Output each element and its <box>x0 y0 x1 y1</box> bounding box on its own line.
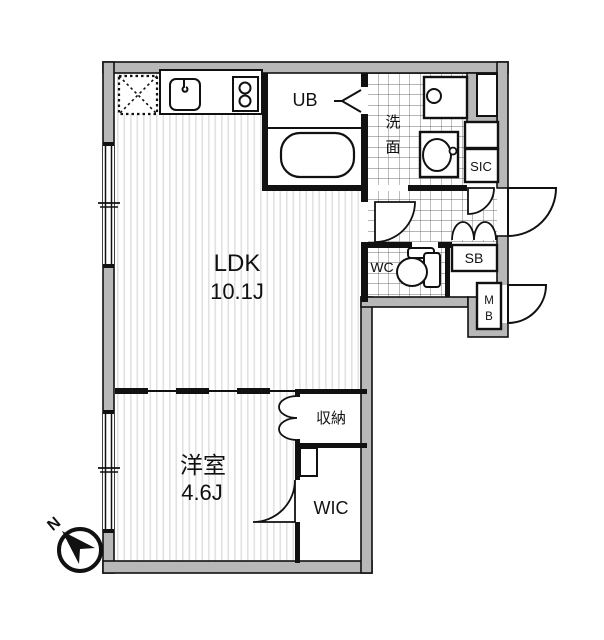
ldk-hall-door <box>374 201 416 243</box>
pipe-space-box <box>476 73 498 117</box>
wall-ub-left <box>262 73 268 185</box>
sb-box <box>450 243 499 273</box>
kitchen <box>117 69 263 116</box>
mb-box <box>475 281 503 331</box>
mb-door <box>507 284 548 325</box>
closet-floor <box>296 394 362 562</box>
wall-washroom-bottom <box>408 185 467 191</box>
wall-wic-left-lower <box>295 522 300 563</box>
toilet-bowl <box>396 257 428 287</box>
storage-label: 収納 <box>316 410 346 427</box>
unit-bath <box>268 89 362 179</box>
storage-boxes <box>299 120 508 477</box>
washroom <box>418 75 469 179</box>
burner-icon-2 <box>238 94 252 108</box>
wc-door-gap <box>412 242 438 248</box>
ub-label: UB <box>292 90 317 110</box>
sic-label: SIC <box>470 159 492 174</box>
wash-basin <box>422 138 452 172</box>
north-arrow-icon <box>62 531 95 564</box>
sic-door <box>467 187 495 215</box>
room-labels: LDK 10.1J 洋室 4.6J UB 洗 面 WC SIC SB M B 収… <box>180 90 494 518</box>
doors <box>252 187 558 523</box>
storage-bifold-door <box>278 395 298 441</box>
wc-label: WC <box>370 259 393 275</box>
fridge-diag-1 <box>118 75 158 115</box>
wall-ldk-hall-upper <box>361 191 368 202</box>
partition-stub-1 <box>115 388 148 394</box>
wall-wc-right <box>445 248 450 297</box>
washroom-label-char2: 面 <box>385 139 400 156</box>
fridge-diag-2 <box>118 75 158 115</box>
wall-storage-left-stub2 <box>295 439 300 444</box>
washer-drain-icon <box>426 88 442 104</box>
western-room-label: 洋室 <box>180 452 226 478</box>
partition-slide-1 <box>148 390 176 392</box>
mb-label-char1: M <box>484 295 494 307</box>
mb-wall-gap <box>497 285 508 323</box>
wic-notch-box <box>299 447 318 477</box>
wall-ub-right-lower <box>361 114 368 185</box>
entrance-door <box>507 187 558 238</box>
partition-stub-3 <box>237 388 270 394</box>
wall-ub-bottom <box>262 185 368 191</box>
western-room-size-label: 4.6J <box>181 480 223 505</box>
wic-door <box>252 479 296 523</box>
wall-ub-right-upper <box>361 73 368 87</box>
wall-hall-wc-left <box>368 242 412 248</box>
wall-storage-bottom <box>295 443 367 448</box>
wall-wc-bottom <box>360 296 469 308</box>
compass-circle <box>57 527 103 573</box>
basin-faucet-icon <box>448 146 458 156</box>
burner-icon-1 <box>238 81 252 95</box>
ldk-label: LDK <box>214 250 261 277</box>
partition-stub-2 <box>176 388 209 394</box>
wic-label: WIC <box>314 498 349 518</box>
wall-wic-left-upper <box>295 448 300 480</box>
faucet-icon <box>181 79 189 93</box>
partition-slide-2 <box>209 390 237 392</box>
mb-label-char2: B <box>485 311 493 323</box>
window-ldk-cap-bottom <box>103 264 114 268</box>
wall-storage-top <box>295 389 367 394</box>
wall-hall-wc-right <box>438 242 452 248</box>
wall-ldk-hall-lower <box>361 242 368 302</box>
wall-storage-left-stub1 <box>295 389 300 397</box>
washroom-label-char1: 洗 <box>385 114 400 131</box>
partition-slide-3 <box>270 390 296 392</box>
western-room-floor <box>114 391 296 563</box>
exterior-walls <box>102 61 509 574</box>
interior-walls <box>115 73 467 563</box>
windows <box>98 142 120 533</box>
ldk-size-label: 10.1J <box>210 279 264 304</box>
window-ldk <box>103 145 114 265</box>
window-ldk-cap-top <box>103 142 114 146</box>
sb-label: SB <box>465 250 484 266</box>
wall-right-lower <box>360 296 373 574</box>
window-western-cap-bottom <box>103 529 114 533</box>
sb-bifold-door <box>451 221 497 241</box>
toilet <box>396 242 441 288</box>
sic-box <box>463 147 500 184</box>
wall-bottom <box>102 560 373 574</box>
cabinet-box <box>463 120 500 150</box>
fridge-space <box>117 74 159 116</box>
window-western-cap-top <box>103 410 114 414</box>
bathtub <box>279 131 356 179</box>
